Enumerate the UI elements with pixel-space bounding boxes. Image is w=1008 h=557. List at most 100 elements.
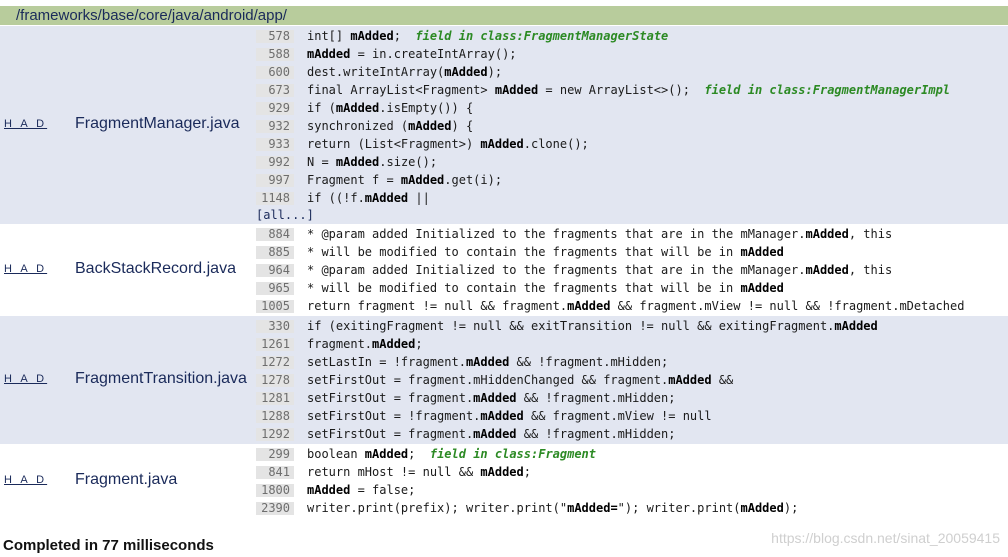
line-number[interactable]: 965 [256,281,294,295]
file-link[interactable]: FragmentManager.java [75,115,240,132]
line-number[interactable]: 929 [256,101,294,115]
match-highlight: mAdded= [567,501,618,515]
match-line[interactable]: 578 int[] mAdded; field in class:Fragment… [256,27,950,45]
line-number[interactable]: 1278 [256,373,294,387]
match-line[interactable]: 330 if (exitingFragment != null && exitTr… [256,317,878,335]
search-results: H A D FragmentManager.java 578 int[] mAdded… [0,26,1008,518]
match-highlight: mAdded [805,263,849,277]
line-number[interactable]: 330 [256,319,294,333]
code-snippet[interactable]: if ((!f.mAdded || [307,191,430,205]
match-highlight: mAdded [480,137,524,151]
line-number[interactable]: 588 [256,47,294,61]
line-number[interactable]: 884 [256,227,294,241]
code-snippet[interactable]: * will be modified to contain the fragme… [307,245,784,259]
match-line[interactable]: 1005 return fragment != null && fragment.… [256,297,964,315]
file-link[interactable]: BackStackRecord.java [75,260,236,277]
line-number[interactable]: 997 [256,173,294,187]
history-annotate-download-links[interactable]: H A D [4,263,48,275]
line-number[interactable]: 932 [256,119,294,133]
line-number[interactable]: 1005 [256,299,294,313]
code-snippet[interactable]: N = mAdded.size(); [307,155,438,169]
match-highlight: mAdded [307,483,351,497]
code-snippet[interactable]: setLastIn = !fragment.mAdded && !fragmen… [307,355,669,369]
directory-path-link[interactable]: /frameworks/base/core/java/android/app/ [16,7,287,24]
line-number[interactable]: 1292 [256,427,294,441]
match-line[interactable]: 1261 fragment.mAdded; [256,335,878,353]
code-snippet[interactable]: setFirstOut = !fragment.mAdded && fragme… [307,409,712,423]
show-all-link[interactable]: [all...] [256,208,314,222]
code-snippet[interactable]: final ArrayList<Fragment> mAdded = new A… [307,83,951,97]
line-number[interactable]: 1800 [256,483,294,497]
file-link[interactable]: Fragment.java [75,471,178,488]
match-line[interactable]: 997 Fragment f = mAdded.get(i); [256,171,950,189]
code-snippet[interactable]: boolean mAdded; field in class:Fragment [307,447,597,461]
code-snippet[interactable]: if (mAdded.isEmpty()) { [307,101,474,115]
match-line[interactable]: 884 * @param added Initialized to the fra… [256,225,964,243]
match-highlight: mAdded [307,47,351,61]
line-number[interactable]: 1272 [256,355,294,369]
match-line[interactable]: 1800 mAdded = false; [256,481,798,499]
match-line[interactable]: 933 return (List<Fragment>) mAdded.clone(… [256,135,950,153]
match-line[interactable]: 932 synchronized (mAdded) { [256,117,950,135]
match-line[interactable]: 1281 setFirstOut = fragment.mAdded && !fr… [256,389,878,407]
match-line[interactable]: 841 return mHost != null && mAdded; [256,463,798,481]
match-line[interactable]: 929 if (mAdded.isEmpty()) { [256,99,950,117]
search-status: Completed in 77 milliseconds [3,537,214,554]
line-number[interactable]: 578 [256,29,294,43]
match-line[interactable]: 964 * @param added Initialized to the fra… [256,261,964,279]
line-number[interactable]: 1281 [256,391,294,405]
line-number[interactable]: 1288 [256,409,294,423]
match-line[interactable]: 299 boolean mAdded; field in class:Fragme… [256,445,798,463]
match-line[interactable]: 1292 setFirstOut = fragment.mAdded && !fr… [256,425,878,443]
match-line[interactable]: 885 * will be modified to contain the fra… [256,243,964,261]
code-snippet[interactable]: return mHost != null && mAdded; [307,465,531,479]
match-highlight: mAdded [408,119,452,133]
match-highlight: mAdded [494,83,539,97]
line-number[interactable]: 841 [256,465,294,479]
code-snippet[interactable]: writer.print(prefix); writer.print("mAdd… [307,501,799,515]
file-link[interactable]: FragmentTransition.java [75,370,247,387]
code-snippet[interactable]: synchronized (mAdded) { [307,119,474,133]
line-number[interactable]: 299 [256,447,294,461]
line-number[interactable]: 1148 [256,191,294,205]
history-annotate-download-links[interactable]: H A D [4,474,48,486]
code-snippet[interactable]: fragment.mAdded; [307,337,423,351]
line-number[interactable]: 885 [256,245,294,259]
match-line[interactable]: 1288 setFirstOut = !fragment.mAdded && fr… [256,407,878,425]
match-line[interactable]: 1148 if ((!f.mAdded || [256,189,950,207]
line-number[interactable]: 2390 [256,501,294,515]
code-snippet[interactable]: * @param added Initialized to the fragme… [307,263,893,277]
match-line[interactable]: 2390 writer.print(prefix); writer.print("… [256,499,798,517]
code-snippet[interactable]: if (exitingFragment != null && exitTrans… [307,319,878,333]
code-snippet[interactable]: mAdded = false; [307,483,416,497]
history-annotate-download-links[interactable]: H A D [4,373,48,385]
code-snippet[interactable]: return fragment != null && fragment.mAdd… [307,299,965,313]
line-number[interactable]: 964 [256,263,294,277]
code-snippet[interactable]: Fragment f = mAdded.get(i); [307,173,503,187]
definition-note: field in class:FragmentManagerImpl [704,83,951,97]
code-snippet[interactable]: mAdded = in.createIntArray(); [307,47,517,61]
match-line[interactable]: 600 dest.writeIntArray(mAdded); [256,63,950,81]
code-snippet[interactable]: return (List<Fragment>) mAdded.clone(); [307,137,589,151]
code-snippet[interactable]: setFirstOut = fragment.mAdded && !fragme… [307,391,676,405]
match-highlight: mAdded [350,29,394,43]
code-snippet[interactable]: setFirstOut = fragment.mHiddenChanged &&… [307,373,734,387]
match-line[interactable]: 965 * will be modified to contain the fra… [256,279,964,297]
code-snippet[interactable]: * will be modified to contain the fragme… [307,281,784,295]
line-number[interactable]: 933 [256,137,294,151]
code-snippet[interactable]: int[] mAdded; field in class:FragmentMan… [307,29,669,43]
line-number[interactable]: 673 [256,83,294,97]
match-line[interactable]: 673 final ArrayList<Fragment> mAdded = ne… [256,81,950,99]
match-line[interactable]: 1278 setFirstOut = fragment.mHiddenChange… [256,371,878,389]
match-line[interactable]: 1272 setLastIn = !fragment.mAdded && !fra… [256,353,878,371]
match-highlight: mAdded [372,337,416,351]
line-number[interactable]: 992 [256,155,294,169]
history-annotate-download-links[interactable]: H A D [4,118,48,130]
line-number[interactable]: 600 [256,65,294,79]
line-number[interactable]: 1261 [256,337,294,351]
code-snippet[interactable]: dest.writeIntArray(mAdded); [307,65,503,79]
match-line[interactable]: 992 N = mAdded.size(); [256,153,950,171]
code-snippet[interactable]: setFirstOut = fragment.mAdded && !fragme… [307,427,676,441]
match-line[interactable]: 588 mAdded = in.createIntArray(); [256,45,950,63]
code-snippet[interactable]: * @param added Initialized to the fragme… [307,227,893,241]
